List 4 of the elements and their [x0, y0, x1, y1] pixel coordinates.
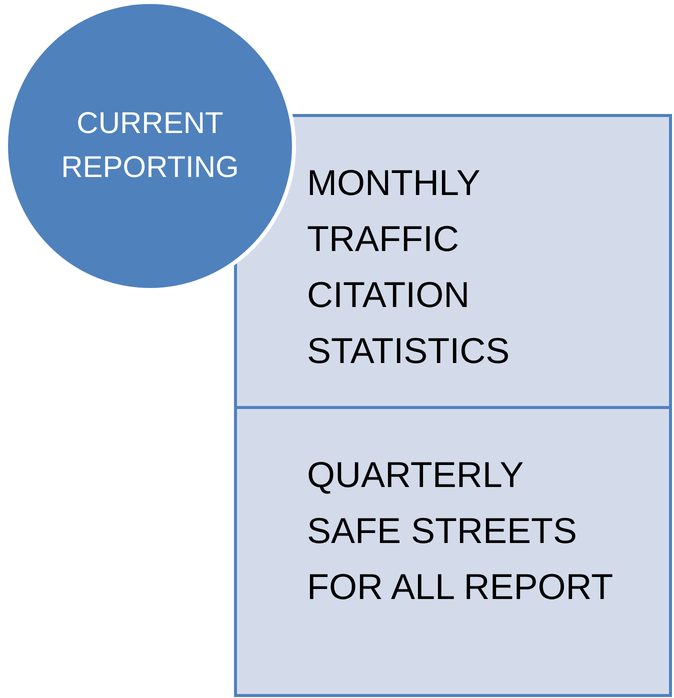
box-label: MONTHLY TRAFFIC CITATION STATISTICS — [307, 161, 511, 373]
box-label: QUARTERLY SAFE STREETS FOR ALL REPORT — [307, 453, 614, 609]
content-box — [234, 406, 672, 697]
circle-label: CURRENT REPORTING — [60, 106, 240, 186]
